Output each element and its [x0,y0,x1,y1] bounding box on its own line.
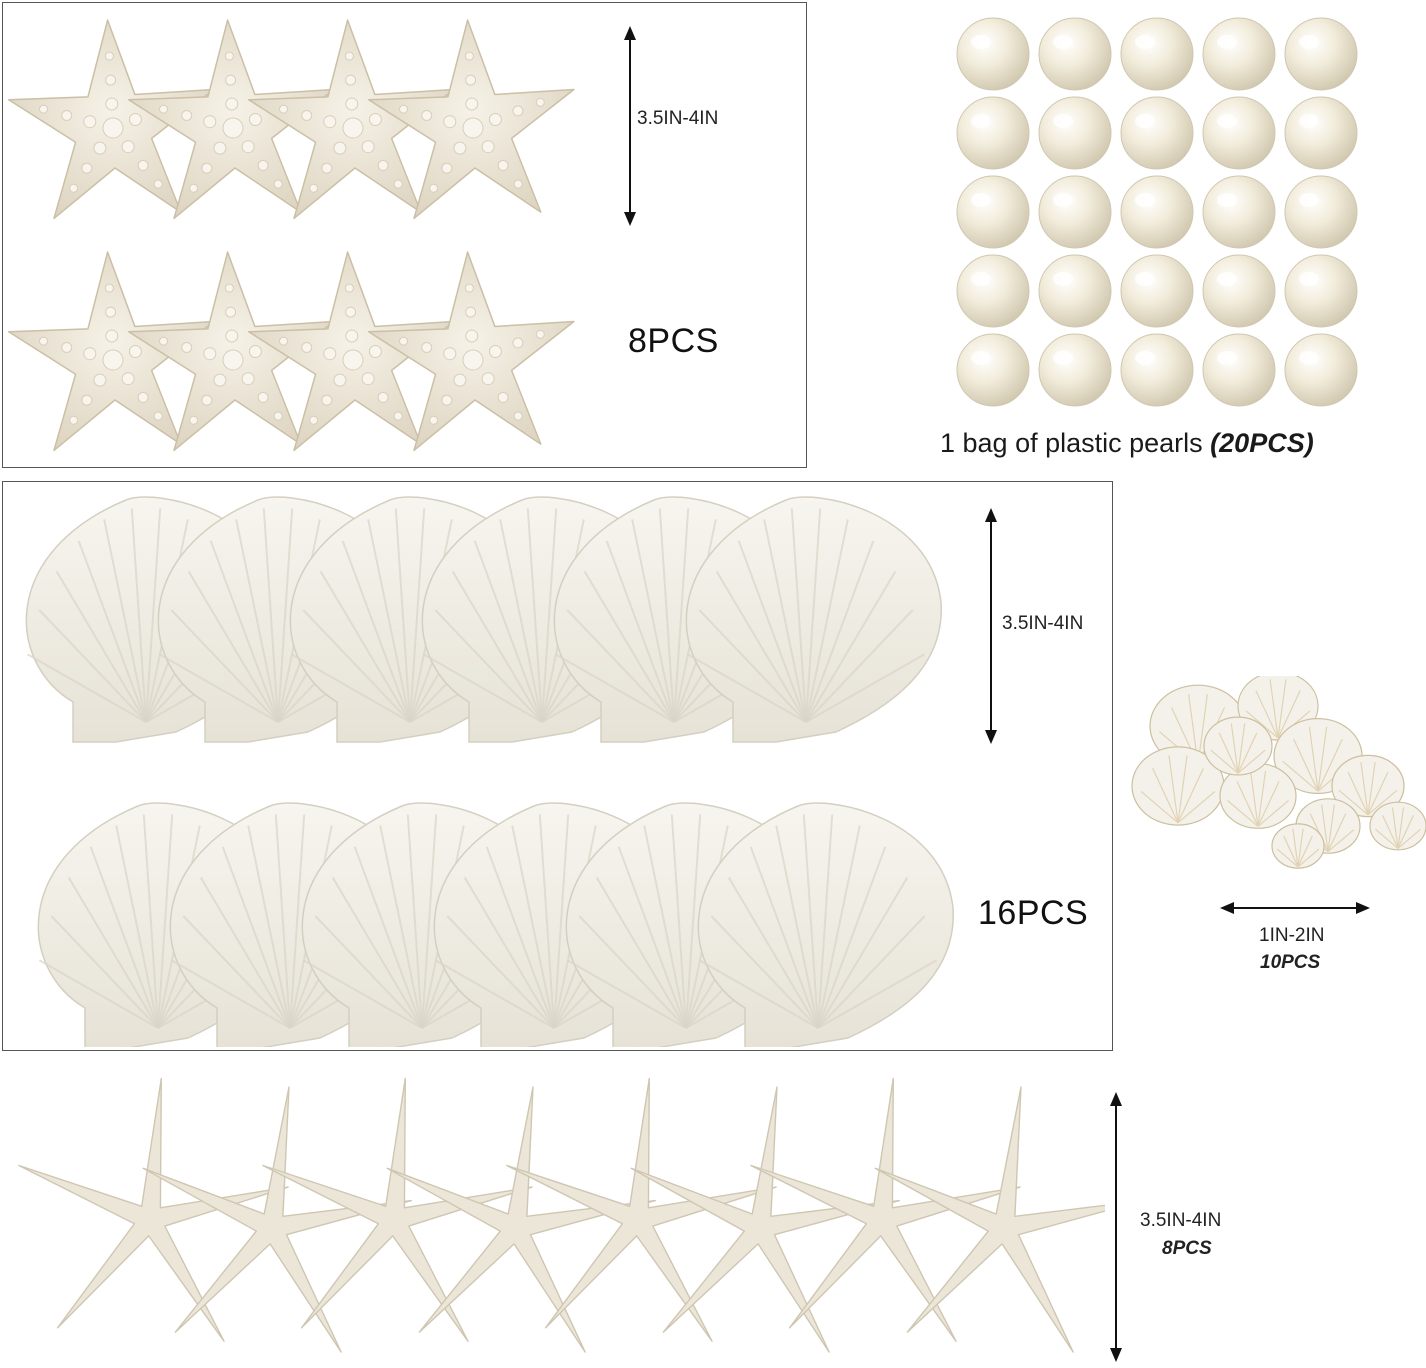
pearl [1202,175,1276,249]
pearl [956,96,1030,170]
pencil-size-arrow-icon [1110,1092,1122,1362]
pearl [956,254,1030,328]
pencil-starfish [874,1086,1105,1353]
pearl [1038,254,1112,328]
small-shell [1203,716,1273,776]
pencil-starfish [506,1077,777,1342]
knobby-starfish [367,251,575,452]
knobby-starfish [127,19,335,220]
pearl [1202,254,1276,328]
pearl [1284,17,1358,91]
pencil-starfish [262,1077,533,1342]
scallop-shell [685,496,942,743]
small-shell [1369,801,1426,851]
pearl [1120,175,1194,249]
pencil-count-label: 8PCS [1162,1238,1212,1259]
scallop-count-label: 16PCS [978,894,1089,932]
knobby-starfish [367,19,575,220]
pearl [1284,96,1358,170]
small-shell [1331,754,1405,818]
pearl [1120,254,1194,328]
scallop-size-arrow-icon [985,508,997,744]
pearl [1120,96,1194,170]
knobby-starfish [247,19,455,220]
pearl [1284,175,1358,249]
pearls-caption-count: (20PCS) [1210,428,1314,458]
scallop-shell [697,802,954,1047]
pearl [1038,96,1112,170]
knobby-count-label: 8PCS [628,322,719,360]
pearl [1202,96,1276,170]
pearl [956,17,1030,91]
small-shells-illustration [1131,676,1426,869]
pearls-caption: 1 bag of plastic pearls (20PCS) [940,428,1314,459]
pearl [1120,17,1194,91]
pencil-starfish [18,1077,289,1342]
knobby-size-arrow-icon [624,26,636,226]
scallop-shells-panel [2,481,1113,1051]
pearl [1284,333,1358,407]
pearl [1120,333,1194,407]
pencil-starfish [750,1077,1021,1342]
knobby-starfish-illustration [7,19,575,452]
pearl [1038,333,1112,407]
knobby-starfish [127,251,335,452]
small-shells-size-label: 1IN-2IN [1259,925,1325,946]
knobby-starfish [247,251,455,452]
pearl [1284,254,1358,328]
pearl [956,175,1030,249]
scallop-size-label: 3.5IN-4IN [1002,613,1084,634]
pearl [1038,175,1112,249]
small-shells-size-arrow-icon [1220,902,1370,914]
pearls-caption-text: 1 bag of plastic pearls [940,428,1211,458]
knobby-size-label: 3.5IN-4IN [637,108,719,129]
scallop-shells-illustration [25,496,954,1047]
pencil-size-label: 3.5IN-4IN [1140,1210,1222,1231]
pearl [956,333,1030,407]
small-shell [1271,823,1325,869]
knobby-starfish [7,19,215,220]
small-shell [1131,746,1225,826]
small-shells-count-label: 10PCS [1260,952,1321,973]
pearl [1202,333,1276,407]
pearl [1038,17,1112,91]
pearl-grid [956,17,1358,407]
knobby-starfish-panel [2,2,807,468]
pencil-starfish-illustration [18,1077,1105,1353]
pearl [1202,17,1276,91]
